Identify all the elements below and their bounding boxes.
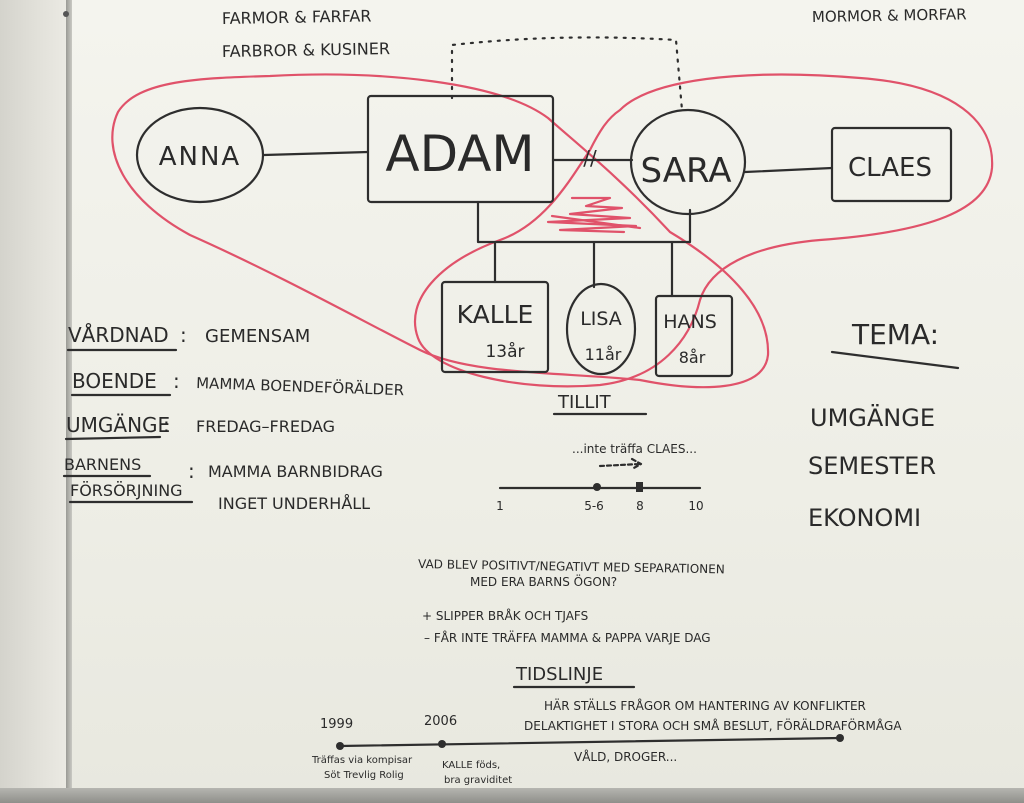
- red-outline-paternal: [111, 73, 770, 389]
- vardnad-value: GEMENSAM: [205, 326, 310, 347]
- paternal-relatives: FARBROR & KUSINER: [222, 39, 390, 61]
- children-connector: [476, 200, 692, 298]
- trust-arrow: [598, 457, 643, 471]
- question-line1: VAD BLEV POSITIVT/NEGATIVT MED SEPARATIO…: [418, 557, 725, 576]
- tema-umgange: UMGÄNGE: [810, 403, 935, 432]
- tema-title: TEMA:: [851, 318, 939, 351]
- event-2006-line2: bra graviditet: [444, 775, 512, 786]
- wall-left: [0, 0, 70, 803]
- kalle-node: [440, 280, 550, 374]
- maternal-grandparents: MORMOR & MORFAR: [812, 5, 967, 26]
- adam-node: [366, 94, 555, 204]
- tema-underline: [830, 350, 960, 370]
- lisa-node: [565, 282, 637, 376]
- timeline-dot-1999: [336, 742, 344, 750]
- timeline-note-line2: DELAKTIGHET I STORA OCH SMÅ BESLUT, FÖRÄ…: [524, 717, 902, 733]
- trust-tick-8: 8: [636, 499, 644, 513]
- lisa-age: 11år: [585, 345, 622, 364]
- trust-tick-5-6: 5-6: [584, 499, 604, 513]
- divorce-mark: //: [583, 146, 597, 170]
- trust-dot-5-6: [593, 483, 601, 491]
- dotted-grandparents-link: [450, 36, 684, 112]
- sara-claes-line: [743, 166, 834, 174]
- forsorjning-colon: :: [188, 459, 195, 483]
- trust-mark-8: [636, 482, 643, 492]
- claes-label: CLAES: [848, 153, 932, 183]
- timeline-line: [338, 736, 842, 748]
- red-outline-maternal: [413, 73, 994, 388]
- question-plus: + SLIPPER BRÅK OCH TJAFS: [422, 608, 588, 623]
- year-1999: 1999: [320, 717, 353, 732]
- pin-mark: [63, 11, 69, 17]
- tema-ekonomi: EKONOMI: [808, 504, 921, 532]
- trust-tick-1: 1: [496, 499, 504, 513]
- sara-label: SARA: [641, 151, 732, 191]
- question-minus: – FÅR INTE TRÄFFA MAMMA & PAPPA VARJE DA…: [424, 630, 711, 645]
- trust-tick-10: 10: [688, 499, 703, 513]
- kalle-age: 13år: [485, 341, 524, 362]
- timeline-note-line1: HÄR STÄLLS FRÅGOR OM HANTERING AV KONFLI…: [544, 698, 866, 713]
- boende-value: MAMMA BOENDEFÖRÄLDER: [196, 373, 405, 399]
- vardnad-label: VÅRDNAD: [68, 323, 169, 347]
- adam-label: ADAM: [385, 125, 534, 183]
- kalle-label: KALLE: [457, 300, 534, 329]
- tema-semester: SEMESTER: [808, 452, 936, 480]
- board-frame-bottom: [0, 788, 1024, 803]
- board-frame-left: [66, 0, 72, 803]
- event-later: VÅLD, DROGER...: [574, 749, 677, 764]
- red-conflict-scribble: [546, 196, 642, 234]
- umgange-colon: :: [163, 413, 170, 437]
- question-line2: MED ERA BARNS ÖGON?: [470, 573, 617, 589]
- boende-colon: :: [173, 369, 180, 393]
- sara-node: [629, 108, 747, 216]
- timeline-dot-2006: [438, 740, 446, 748]
- event-1999-line2: Söt Trevlig Rolig: [324, 770, 404, 781]
- hans-label: HANS: [663, 311, 717, 333]
- lisa-label: LISA: [580, 308, 622, 330]
- year-2006: 2006: [424, 714, 457, 729]
- tillit-title: TILLIT: [557, 392, 612, 413]
- umgange-label: UMGÄNGE: [66, 413, 170, 437]
- hans-age: 8år: [679, 348, 706, 367]
- claes-node: [830, 126, 953, 203]
- tillit-note: ...inte träffa CLAES...: [572, 442, 697, 456]
- umgange-underline: [64, 435, 162, 441]
- paternal-grandparents: FARMOR & FARFAR: [222, 6, 372, 28]
- forsorjning-label: FÖRSÖRJNING: [70, 481, 183, 500]
- event-2006-line1: KALLE föds,: [442, 760, 500, 771]
- vardnad-colon: :: [180, 323, 187, 347]
- barnens-label: BARNENS: [64, 455, 141, 474]
- tidslinje-title: TIDSLINJE: [515, 664, 603, 685]
- hans-node: [654, 294, 734, 378]
- umgange-value: FREDAG–FREDAG: [196, 417, 335, 436]
- anna-label: ANNA: [159, 142, 241, 172]
- boende-label: BOENDE: [72, 369, 157, 393]
- anna-adam-line: [262, 150, 370, 157]
- barnbidrag-value: MAMMA BARNBIDRAG: [208, 462, 383, 481]
- timeline-dot-end: [836, 734, 844, 742]
- underhall-value: INGET UNDERHÅLL: [218, 494, 370, 513]
- event-1999-line1: Träffas via kompisar: [311, 755, 413, 766]
